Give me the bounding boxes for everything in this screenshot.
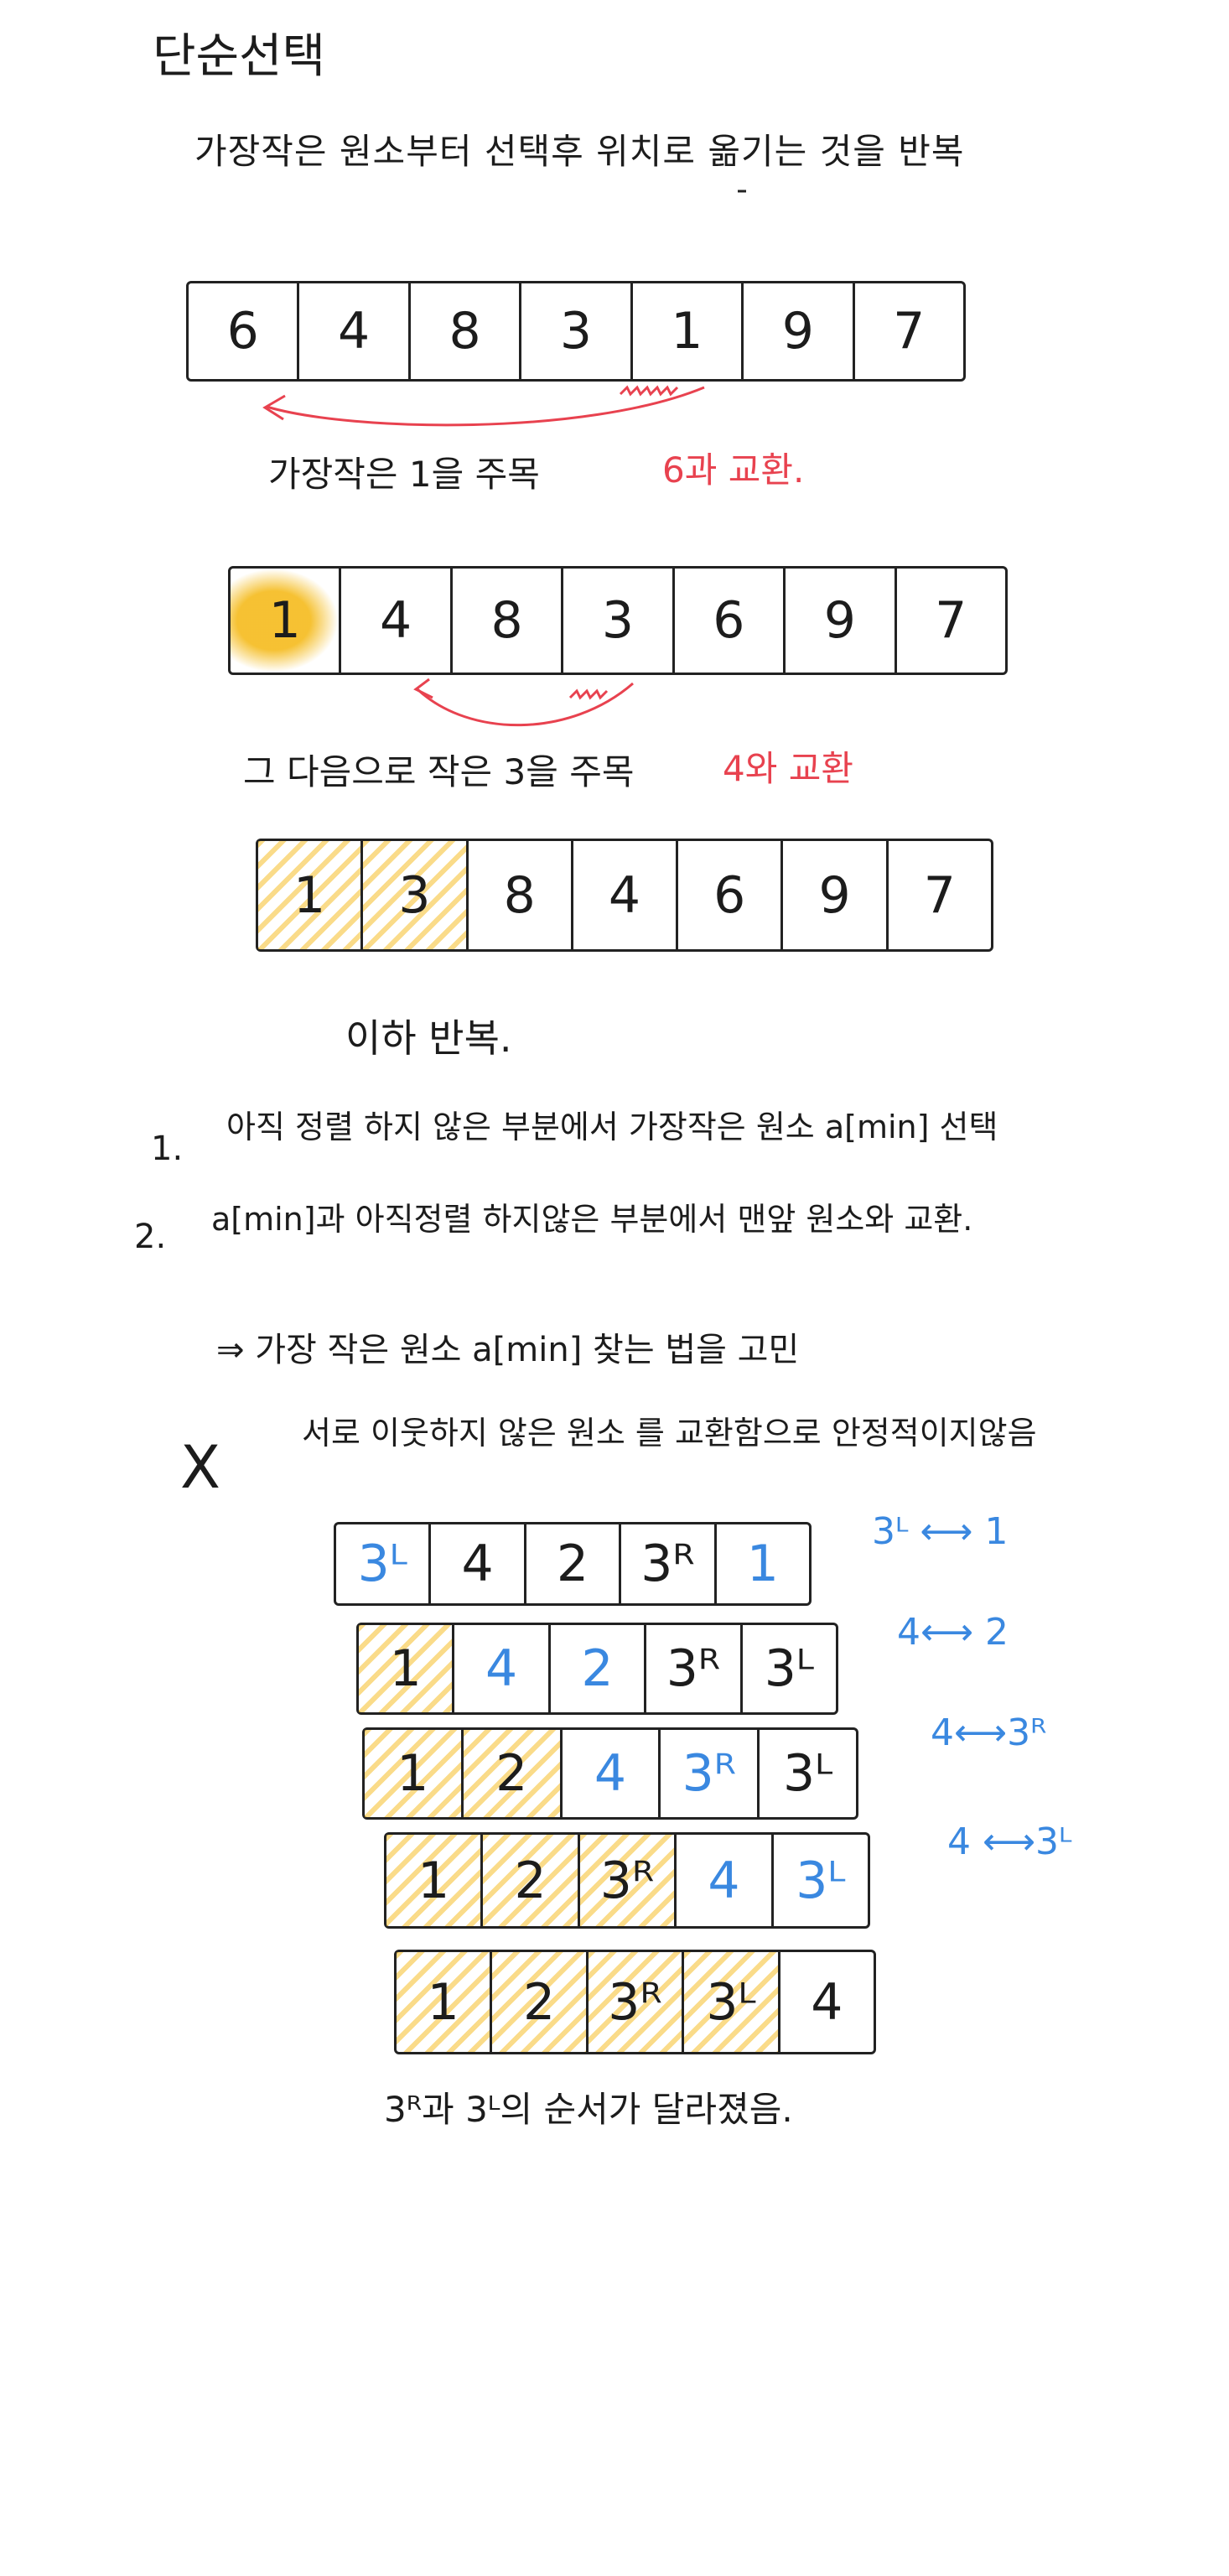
array-cell: 6 bbox=[678, 841, 784, 949]
repeat-note: 이하 반복. bbox=[345, 1015, 512, 1061]
step-2-number: 2. bbox=[134, 1218, 167, 1256]
array-cell: 8 bbox=[453, 569, 564, 673]
array-cell-sorted: 2 bbox=[463, 1730, 563, 1817]
red-scribble-1 bbox=[619, 385, 679, 397]
step-1-text: 아직 정렬 하지 않은 부분에서 가장작은 원소 a[min] 선택 bbox=[226, 1109, 998, 1145]
step-1-number: 1. bbox=[151, 1130, 184, 1168]
array-cell: 9 bbox=[783, 841, 889, 949]
array-cell-sorted: 1 bbox=[397, 1952, 493, 2052]
array-cell-sorted: 2 bbox=[492, 1952, 589, 2052]
array-cell: 6 bbox=[675, 569, 786, 673]
array-cell: 4 bbox=[563, 1730, 661, 1817]
array-cell-sorted: 3ᴿ bbox=[588, 1952, 685, 2052]
page-title: 단순선택 bbox=[153, 29, 326, 84]
array-cell: 4 bbox=[454, 1625, 551, 1712]
red-arrowhead-2 bbox=[413, 678, 433, 699]
array-cell: 4 bbox=[573, 841, 679, 949]
array-cell-sorted: 1 bbox=[365, 1730, 464, 1817]
array-cell-sorted: 1 bbox=[258, 841, 364, 949]
red-scribble-2 bbox=[568, 688, 609, 700]
array-cell: 4 bbox=[811, 1972, 843, 2032]
array-cell: 8 bbox=[411, 283, 522, 379]
array-cell: 7 bbox=[923, 865, 956, 925]
unstable-note: 서로 이웃하지 않은 원소 를 교환함으로 안정적이지않음 bbox=[302, 1415, 1037, 1452]
array-cell-sorted: 1 bbox=[359, 1625, 455, 1712]
swap-note-1: 3ᴸ ⟷ 1 bbox=[872, 1510, 1009, 1553]
array-cell: 1 bbox=[746, 1535, 779, 1593]
array-cell: 4 bbox=[299, 283, 411, 379]
unstable-row-3: 1 2 4 3ᴿ 3ᴸ bbox=[362, 1727, 858, 1820]
array-cell: 3ᴸ bbox=[796, 1851, 846, 1910]
array-cell: 4 bbox=[431, 1524, 526, 1603]
array-cell: 2 bbox=[526, 1524, 622, 1603]
array-cell: 1 bbox=[633, 283, 744, 379]
conclusion: 3ᴿ과 3ᴸ의 순서가 달라졌음. bbox=[384, 2089, 793, 2130]
array-cell: 3 bbox=[521, 283, 633, 379]
array-cell: 3 bbox=[563, 569, 675, 673]
swap-note-4: 4 ⟷3ᴸ bbox=[947, 1820, 1072, 1863]
swap-note-3: 4⟷3ᴿ bbox=[931, 1711, 1047, 1754]
array-cell-sorted: 2 bbox=[483, 1835, 580, 1926]
array-cell-sorted: 3ᴿ bbox=[579, 1835, 677, 1926]
array-cell: 3ᴿ bbox=[661, 1730, 760, 1817]
array-after-swap-1: 1 4 8 3 6 9 7 bbox=[228, 566, 1008, 675]
array-cell: 9 bbox=[786, 569, 897, 673]
array-cell: 7 bbox=[893, 302, 926, 361]
array-cell: 4 bbox=[677, 1835, 774, 1926]
array-cell: 4 bbox=[341, 569, 453, 673]
array-after-swap-2: 1 3 8 4 6 9 7 bbox=[256, 839, 993, 952]
array-cell: 3ᴸ bbox=[336, 1524, 432, 1603]
array-cell: 6 bbox=[189, 283, 300, 379]
red-arrow-2 bbox=[416, 682, 634, 727]
array-cell-sorted: 3ᴸ bbox=[684, 1952, 780, 2052]
unstable-row-4: 1 2 3ᴿ 4 3ᴸ bbox=[384, 1832, 870, 1929]
red-arrow-1 bbox=[266, 386, 705, 427]
unstable-row-1: 3ᴸ 4 2 3ᴿ 1 bbox=[334, 1522, 812, 1606]
red-arrowhead-1 bbox=[262, 394, 286, 421]
array-cell-sorted: 1 bbox=[231, 569, 342, 673]
array-initial: 6 4 8 3 1 9 7 bbox=[186, 281, 966, 382]
array-cell: 3ᴸ bbox=[782, 1744, 833, 1803]
array-cell: 3ᴿ bbox=[646, 1625, 743, 1712]
description: 가장작은 원소부터 선택후 위치로 옮기는 것을 반복 bbox=[194, 131, 965, 172]
array-cell: 8 bbox=[469, 841, 573, 949]
array-cell-sorted: 1 bbox=[386, 1835, 484, 1926]
note-smallest-1: 가장작은 1을 주목 bbox=[268, 454, 540, 495]
min-search-note: ⇒ 가장 작은 원소 a[min] 찾는 법을 고민 bbox=[216, 1331, 800, 1369]
unstable-mark: X bbox=[180, 1433, 220, 1502]
unstable-row-2: 1 4 2 3ᴿ 3ᴸ bbox=[356, 1623, 838, 1715]
unstable-row-5: 1 2 3ᴿ 3ᴸ 4 bbox=[394, 1950, 876, 2054]
swap-note-2: 4⟷ 2 bbox=[897, 1611, 1009, 1654]
note-smallest-3: 그 다음으로 작은 3을 주목 bbox=[243, 751, 635, 792]
array-cell: 3ᴿ bbox=[621, 1524, 717, 1603]
array-cell-sorted: 3 bbox=[363, 841, 469, 949]
array-cell: 9 bbox=[744, 283, 855, 379]
note-swap-6: 6과 교환. bbox=[662, 449, 805, 491]
step-2-text: a[min]과 아직정렬 하지않은 부분에서 맨앞 원소와 교환. bbox=[211, 1201, 973, 1238]
array-cell: 7 bbox=[935, 591, 967, 650]
array-cell: 3ᴸ bbox=[764, 1639, 814, 1698]
note-swap-4: 4와 교환 bbox=[723, 748, 853, 789]
array-cell: 2 bbox=[551, 1625, 647, 1712]
